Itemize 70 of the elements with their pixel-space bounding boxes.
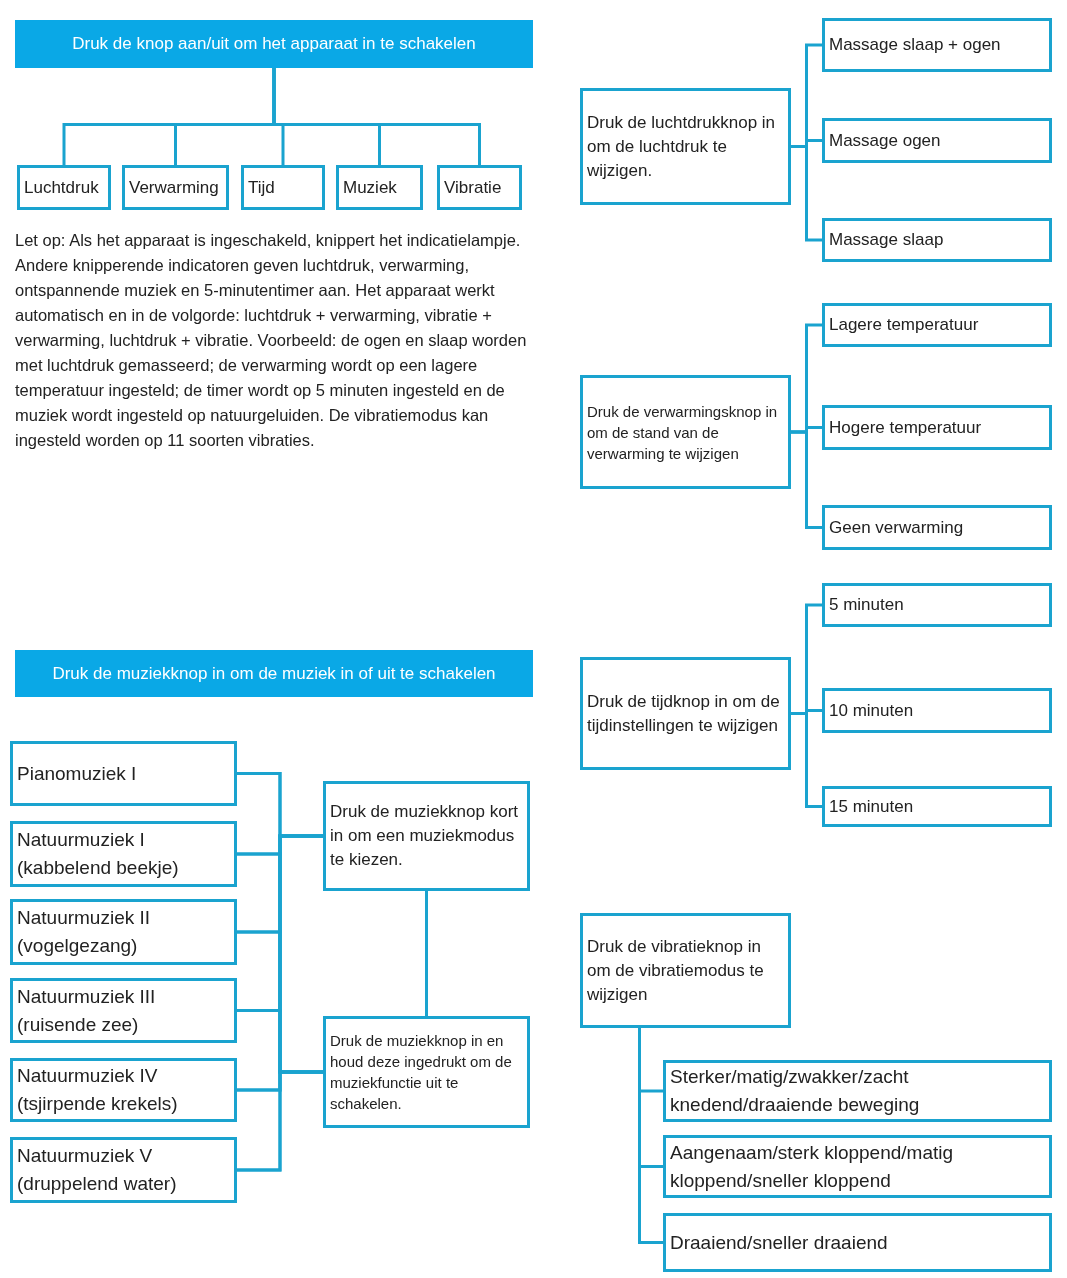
connector-line bbox=[791, 712, 822, 808]
connector-line bbox=[791, 145, 822, 242]
step-box bbox=[10, 1058, 237, 1122]
connector-line bbox=[638, 1028, 663, 1244]
step-box bbox=[10, 899, 237, 965]
connector-line bbox=[237, 1070, 323, 1172]
box-text: Druk de verwarmingsknop in om de stand van de verwarming te wijzigen bbox=[587, 401, 779, 464]
box-text: Sterker/matig/zwakker/zacht knedend/draaiende beweging bbox=[670, 1065, 921, 1117]
step-box bbox=[323, 781, 530, 891]
box-text: Druk de vibratieknop in om de vibratiemodus te wijzigen bbox=[587, 935, 765, 1006]
step-box bbox=[10, 978, 237, 1043]
box-text: Druk de muziekknop kort in om een muziekmodus te kiezen. bbox=[330, 801, 520, 871]
step-box bbox=[663, 1213, 1052, 1272]
box-text: 5 minuten bbox=[829, 594, 905, 616]
note-paragraph: Let op: Als het apparaat is ingeschakeld, knippert het indicatielampje. Andere knipperende indicatoren geven luchtdruk, verwarming, ontspannende muziek en 5-minutentimer aan. Het apparaat werkt automatisch en in de volgorde: luchtdruk + verwarming, vibratie + verwarming, luchtdruk + vibratie. Voorbeeld: de ogen en slaap worden met luchtdruk gemasseerd; de verwarming wordt op een lagere temperatuur ingesteld; de timer wordt op 5 minuten ingesteld en de muziek wordt ingesteld op natuurgeluiden. De vibratiemodus kan ingesteld worden op 11 soorten vibraties. bbox=[15, 230, 528, 451]
step-box bbox=[122, 165, 229, 210]
step-box bbox=[822, 505, 1052, 550]
box-text: Natuurmuziek V (druppelend water) bbox=[17, 1144, 178, 1196]
header-banner bbox=[15, 20, 533, 68]
box-text: Muziek bbox=[343, 176, 398, 199]
step-box bbox=[17, 165, 111, 210]
step-box bbox=[822, 18, 1052, 72]
box-text: Hogere temperatuur bbox=[829, 416, 983, 439]
step-box bbox=[822, 405, 1052, 450]
step-box bbox=[323, 1016, 530, 1128]
box-text: Aangenaam/sterk kloppend/matig kloppend/sneller kloppend bbox=[670, 1140, 955, 1193]
step-box bbox=[437, 165, 522, 210]
step-box bbox=[580, 913, 791, 1028]
step-box bbox=[10, 741, 237, 806]
step-box bbox=[336, 165, 423, 210]
step-box bbox=[822, 786, 1052, 827]
box-text: Geen verwarming bbox=[829, 516, 965, 539]
box-text: Druk de knop aan/uit om het apparaat in te schakelen bbox=[72, 33, 476, 55]
connector-line bbox=[272, 68, 481, 165]
box-text: Natuurmuziek I (kabbelend beekje) bbox=[17, 828, 180, 880]
box-text: Natuurmuziek III (ruisende zee) bbox=[17, 984, 157, 1037]
box-text: Vibratie bbox=[444, 176, 503, 199]
box-text: 10 minuten bbox=[829, 699, 915, 722]
connector-line bbox=[791, 430, 822, 529]
box-text: Natuurmuziek II (vogelgezang) bbox=[17, 906, 152, 958]
box-text: Natuurmuziek IV (tsjirpende krekels) bbox=[17, 1064, 179, 1116]
box-text: Pianomuziek I bbox=[17, 761, 138, 786]
box-text: Tijd bbox=[248, 176, 276, 199]
step-box bbox=[822, 303, 1052, 347]
step-box bbox=[822, 118, 1052, 163]
box-text: Druk de muziekknop in en houd deze ingedrukt om de muziekfunctie uit te schakelen. bbox=[330, 1031, 513, 1114]
box-text: Verwarming bbox=[129, 176, 220, 199]
step-box bbox=[822, 583, 1052, 627]
box-text: Druk de luchtdrukknop in om de luchtdruk te wijzigen. bbox=[587, 111, 777, 182]
step-box bbox=[580, 88, 791, 205]
box-text: Massage slaap bbox=[829, 229, 945, 251]
header-banner bbox=[15, 650, 533, 697]
box-text: Draaiend/sneller draaiend bbox=[670, 1230, 889, 1255]
box-text: Druk de tijdknop in om de tijdinstellingen te wijzigen bbox=[587, 690, 781, 737]
step-box bbox=[663, 1060, 1052, 1122]
box-text: Lagere temperatuur bbox=[829, 314, 980, 336]
step-box bbox=[822, 688, 1052, 733]
step-box bbox=[10, 821, 237, 887]
box-text: Massage slaap + ogen bbox=[829, 34, 1002, 56]
box-text: 15 minuten bbox=[829, 795, 915, 818]
step-box bbox=[10, 1137, 237, 1203]
box-text: Luchtdruk bbox=[24, 176, 100, 199]
step-box bbox=[822, 218, 1052, 262]
step-box bbox=[580, 375, 791, 489]
step-box bbox=[241, 165, 325, 210]
step-box bbox=[580, 657, 791, 770]
connector-line bbox=[425, 891, 428, 1016]
step-box bbox=[663, 1135, 1052, 1198]
box-text: Druk de muziekknop in om de muziek in of uit te schakelen bbox=[52, 662, 496, 685]
box-text: Massage ogen bbox=[829, 129, 942, 152]
